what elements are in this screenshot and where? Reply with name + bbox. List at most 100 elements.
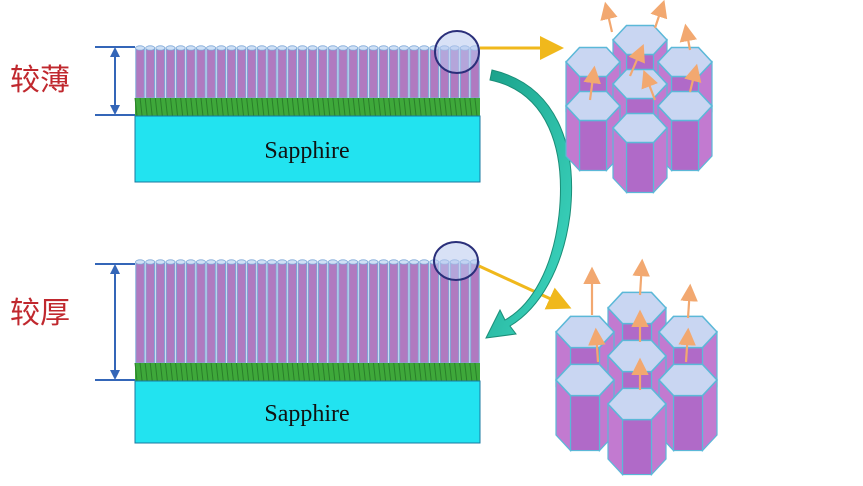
nanorod-cap: [307, 259, 318, 265]
base-layer-stripe: [388, 97, 392, 117]
nanorod: [145, 47, 155, 99]
nanorod-cap: [256, 259, 267, 265]
base-layer-stripe: [398, 362, 402, 382]
thin-sapphire-substrate: [134, 115, 481, 183]
base-layer-stripe: [413, 97, 417, 117]
hex-nanorod-cluster-top: [564, 0, 714, 195]
nanorod: [206, 47, 216, 99]
hex-prism-side: [621, 418, 653, 476]
hex-prism-top: [611, 24, 669, 56]
nanorod: [317, 261, 328, 364]
nanorod: [307, 261, 318, 364]
base-layer-stripe: [342, 97, 346, 117]
nanorod: [399, 261, 409, 364]
nanorod-cap: [256, 45, 267, 51]
thin-film-panel: Sapphire 较薄: [10, 30, 564, 183]
nanorod-cap: [398, 259, 409, 265]
base-layer-stripe: [241, 97, 245, 117]
emission-arrow-icon: [641, 69, 658, 101]
base-layer-stripe: [200, 362, 204, 382]
base-layer-stripe: [170, 362, 174, 382]
base-layer-stripe: [372, 97, 376, 117]
base-layer-stripe: [362, 97, 366, 117]
thin-dimension-marker: [95, 46, 135, 116]
base-layer-stripe: [261, 97, 265, 117]
base-layer-stripe: [246, 362, 250, 382]
base-layer-stripe: [175, 97, 179, 117]
nanorod: [257, 47, 267, 99]
nanorod-cap: [388, 259, 399, 265]
thick-sapphire-label: Sapphire: [264, 401, 349, 427]
base-layer-stripe: [159, 362, 163, 382]
nanorod-cap: [317, 45, 328, 51]
base-layer-stripe: [398, 97, 402, 117]
base-layer-stripe: [469, 362, 473, 382]
base-layer-stripe: [403, 97, 407, 117]
nanorod: [419, 261, 429, 364]
nanorod: [186, 261, 196, 364]
nanorod-cap: [287, 259, 298, 265]
nanorod: [226, 47, 237, 99]
base-layer-stripe: [180, 97, 184, 117]
nanorod-cap: [246, 45, 257, 51]
base-layer-stripe: [327, 362, 331, 382]
hex-prism-top: [657, 363, 719, 397]
base-layer-stripe: [139, 97, 143, 117]
nanorod-cap: [135, 259, 146, 265]
base-layer-stripe: [235, 97, 239, 117]
nanorod: [378, 261, 389, 364]
nanorod-cap: [135, 45, 146, 51]
nanorod-cap: [317, 259, 328, 265]
base-layer-stripe: [428, 362, 432, 382]
base-layer-stripe: [307, 97, 310, 117]
nanorod-cap: [155, 259, 166, 265]
base-layer-stripe: [367, 97, 371, 117]
base-layer-stripe: [312, 362, 316, 382]
nanorod: [216, 47, 227, 99]
base-layer-stripe: [464, 362, 468, 382]
emission-arrow-icon: [588, 327, 606, 363]
nanorod-cap: [398, 45, 409, 51]
base-layer-stripe: [464, 97, 468, 117]
base-layer-stripe: [438, 362, 442, 382]
hex-prism-top: [606, 339, 668, 373]
nanorod-cap: [185, 259, 196, 265]
hex-prism-top: [554, 363, 616, 397]
thin-label: 较薄: [10, 63, 70, 98]
nanorod-cap: [409, 259, 420, 265]
base-layer-stripe: [352, 97, 356, 117]
nanorod: [287, 47, 298, 99]
nanorod-cap: [175, 45, 186, 51]
nanorod: [409, 261, 419, 364]
base-layer-stripe: [210, 97, 214, 117]
nanorod-cap: [145, 45, 156, 51]
base-layer-stripe: [408, 97, 412, 117]
nanorod-cap: [216, 45, 227, 51]
base-layer-stripe: [195, 97, 199, 117]
nanorod-cap: [409, 45, 420, 51]
base-layer-stripe: [393, 97, 397, 117]
thick-label: 较厚: [10, 296, 70, 331]
base-layer-stripe: [205, 97, 209, 117]
nanorod: [145, 261, 155, 364]
nanorod: [267, 261, 277, 364]
base-layer-stripe: [185, 97, 189, 117]
nanorod: [419, 47, 429, 99]
hex-prism-top: [564, 46, 622, 78]
thick-film-panel: Sapphire 较厚: [10, 241, 572, 444]
base-layer-stripe: [393, 362, 397, 382]
nanorod: [175, 261, 186, 364]
nanorod-cap: [287, 45, 298, 51]
nanorod: [226, 261, 237, 364]
nanorod: [277, 261, 287, 364]
nanorod-cap: [348, 259, 359, 265]
base-layer-stripe: [139, 362, 143, 382]
base-layer-stripe: [200, 97, 204, 117]
base-layer-stripe: [383, 97, 387, 117]
nanorod: [216, 261, 227, 364]
base-layer-stripe: [235, 362, 239, 382]
base-layer-stripe: [175, 362, 179, 382]
nanorod: [328, 261, 338, 364]
base-layer-stripe: [352, 362, 356, 382]
nanorod: [470, 261, 480, 364]
